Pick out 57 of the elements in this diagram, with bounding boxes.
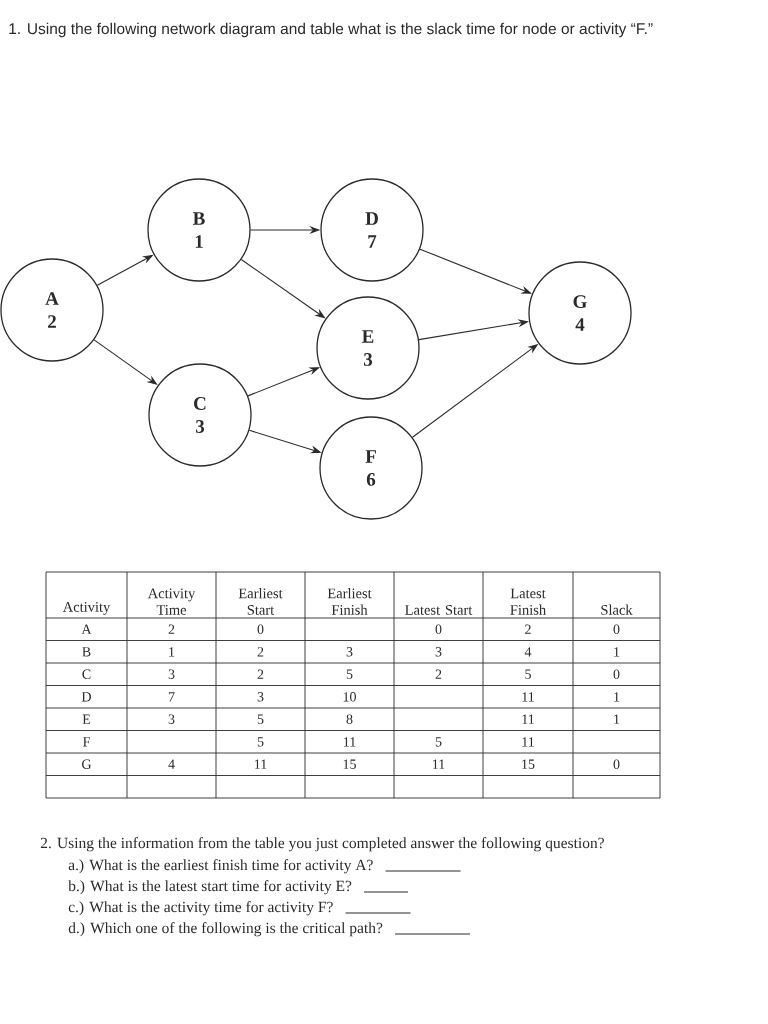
- table-value: 15: [522, 759, 535, 769]
- table-value: 2: [168, 624, 175, 634]
- question-text: 2. Using the information from the table you just completed answer the following question?: [40, 837, 604, 852]
- question-text: b.) What is the latest start time for activity E?: [68, 880, 352, 895]
- question-text: a.) What is the earliest finish time for activity A?: [68, 859, 373, 874]
- table-value: 3: [168, 669, 175, 679]
- table-value: 3: [257, 692, 264, 702]
- table-value: 2: [525, 624, 531, 634]
- table-value: 15: [343, 759, 356, 769]
- table-value: 11: [522, 714, 534, 724]
- table-value: 11: [522, 737, 534, 747]
- table-value: 11: [255, 759, 267, 769]
- table-value: 5: [525, 669, 531, 679]
- table-value: 3: [346, 647, 353, 657]
- question-text: 1. Using the following network diagram and table what is the slack time for node or activity “F.”: [9, 22, 653, 38]
- column-header: Earliest Start: [238, 588, 283, 615]
- table-value: 11: [522, 692, 534, 702]
- table-value: 3: [435, 647, 442, 657]
- column-header: Slack: [601, 604, 633, 615]
- column-header: Earliest Finish: [327, 588, 372, 615]
- row-label: F: [83, 737, 90, 747]
- table-value: 11: [344, 737, 356, 747]
- column-header: Latest Start: [405, 605, 473, 615]
- row-label: D: [81, 692, 91, 702]
- row-label: E: [82, 714, 91, 724]
- table-value: 4: [168, 759, 175, 769]
- table-value: 2: [257, 647, 264, 657]
- table-value: 11: [433, 759, 445, 769]
- table-value: 2: [435, 669, 442, 679]
- table-value: 1: [169, 647, 175, 657]
- table-value: 2: [257, 669, 264, 679]
- table-value: 7: [168, 692, 175, 702]
- table-value: 1: [614, 714, 620, 724]
- question-text: d.) Which one of the following is the critical path?: [68, 922, 383, 937]
- table-value: 0: [435, 624, 442, 634]
- table-value: 0: [613, 624, 620, 634]
- column-header: Activity: [62, 602, 111, 615]
- column-header: Activity Time: [147, 588, 196, 615]
- table-value: 1: [614, 647, 620, 657]
- table-value: 8: [346, 714, 353, 724]
- row-label: G: [82, 759, 92, 769]
- table-value: 5: [435, 737, 442, 747]
- table-value: 0: [613, 669, 620, 679]
- table-value: 5: [257, 714, 264, 724]
- row-label: A: [81, 624, 92, 634]
- table-value: 0: [613, 759, 620, 769]
- table-value: 5: [346, 669, 353, 679]
- table-value: 4: [524, 647, 532, 657]
- column-header: Latest Finish: [510, 588, 546, 615]
- table-value: 0: [257, 624, 264, 634]
- question-text: c.) What is the activity time for activity F?: [68, 901, 333, 916]
- row-label: C: [82, 669, 91, 679]
- table-value: 5: [257, 737, 264, 747]
- table-value: 3: [168, 714, 175, 724]
- table-value: 10: [343, 692, 356, 702]
- table-value: 1: [614, 692, 620, 702]
- row-label: B: [82, 647, 91, 657]
